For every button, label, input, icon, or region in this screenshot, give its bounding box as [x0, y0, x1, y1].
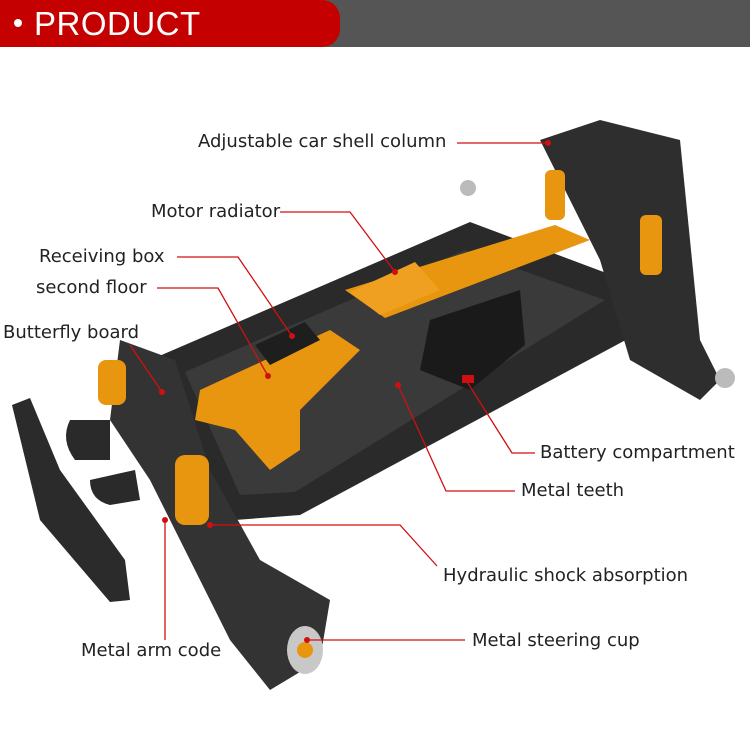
motor-radiator: [350, 262, 440, 315]
label-steering-cup: Metal steering cup: [472, 630, 640, 651]
second-floor-plate: [195, 330, 360, 470]
label-butterfly-board: Butterfly board: [3, 322, 140, 343]
label-metal-teeth: Metal teeth: [521, 480, 625, 501]
label-second-floor: second floor: [36, 277, 147, 298]
receiving-box: [255, 322, 320, 365]
label-motor-radiator: Motor radiator: [151, 201, 281, 222]
rear-shock: [640, 215, 662, 275]
leader-lines: [129, 142, 545, 641]
label-shell-column: Adjustable car shell column: [198, 131, 447, 152]
front-shock: [175, 455, 209, 525]
front-suspension: [110, 340, 330, 690]
label-arm-code: Metal arm code: [81, 640, 222, 661]
label-receiving-box: Receiving box: [39, 246, 165, 267]
label-hydraulic-shock: Hydraulic shock absorption: [443, 565, 689, 586]
battery-box: [420, 290, 525, 390]
header-title: PRODUCT DETAILS: [0, 5, 201, 89]
front-bumper: [12, 398, 130, 602]
rear-hub: [715, 368, 735, 388]
bullet-icon: [14, 19, 22, 28]
header-badge: PRODUCT DETAILS: [0, 0, 340, 89]
rear-suspension: [540, 120, 720, 400]
label-battery-compartment: Battery compartment: [540, 442, 735, 463]
